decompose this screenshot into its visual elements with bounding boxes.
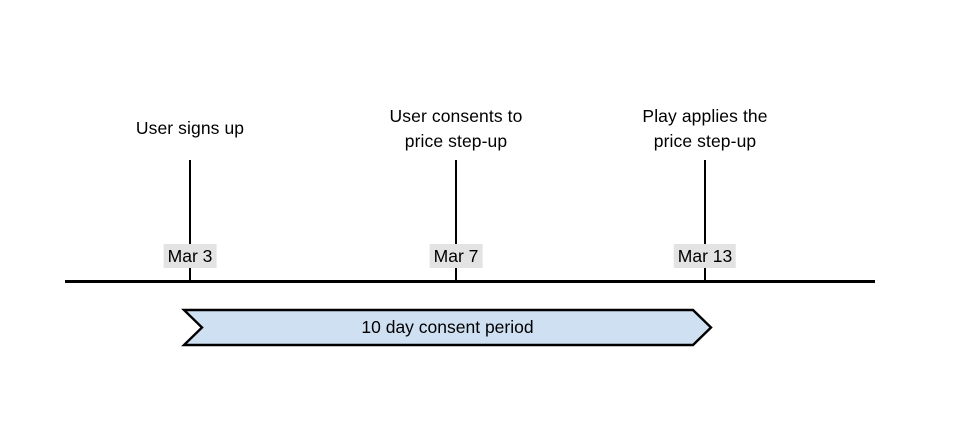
event-label-line: User consents to: [389, 106, 523, 126]
event-label-consent: User consents to price step-up: [390, 104, 523, 154]
event-label-line: Play applies the: [642, 106, 768, 126]
event-label-apply: Play applies the price step-up: [642, 104, 767, 154]
event-stem-consent: [455, 160, 457, 281]
timeline-axis: [65, 280, 875, 283]
event-label-signup: User signs up: [136, 116, 244, 141]
event-date-apply: Mar 13: [673, 244, 737, 268]
event-date-consent: Mar 7: [429, 244, 483, 268]
consent-period-arrow-shape: [181, 308, 713, 347]
event-date-signup: Mar 3: [163, 244, 217, 268]
event-stem-apply: [704, 160, 706, 281]
event-label-line: price step-up: [653, 131, 757, 151]
event-stem-signup: [189, 160, 191, 281]
consent-period-banner: 10 day consent period: [181, 308, 713, 347]
event-label-line: price step-up: [404, 131, 508, 151]
event-label-line: User signs up: [135, 118, 245, 138]
